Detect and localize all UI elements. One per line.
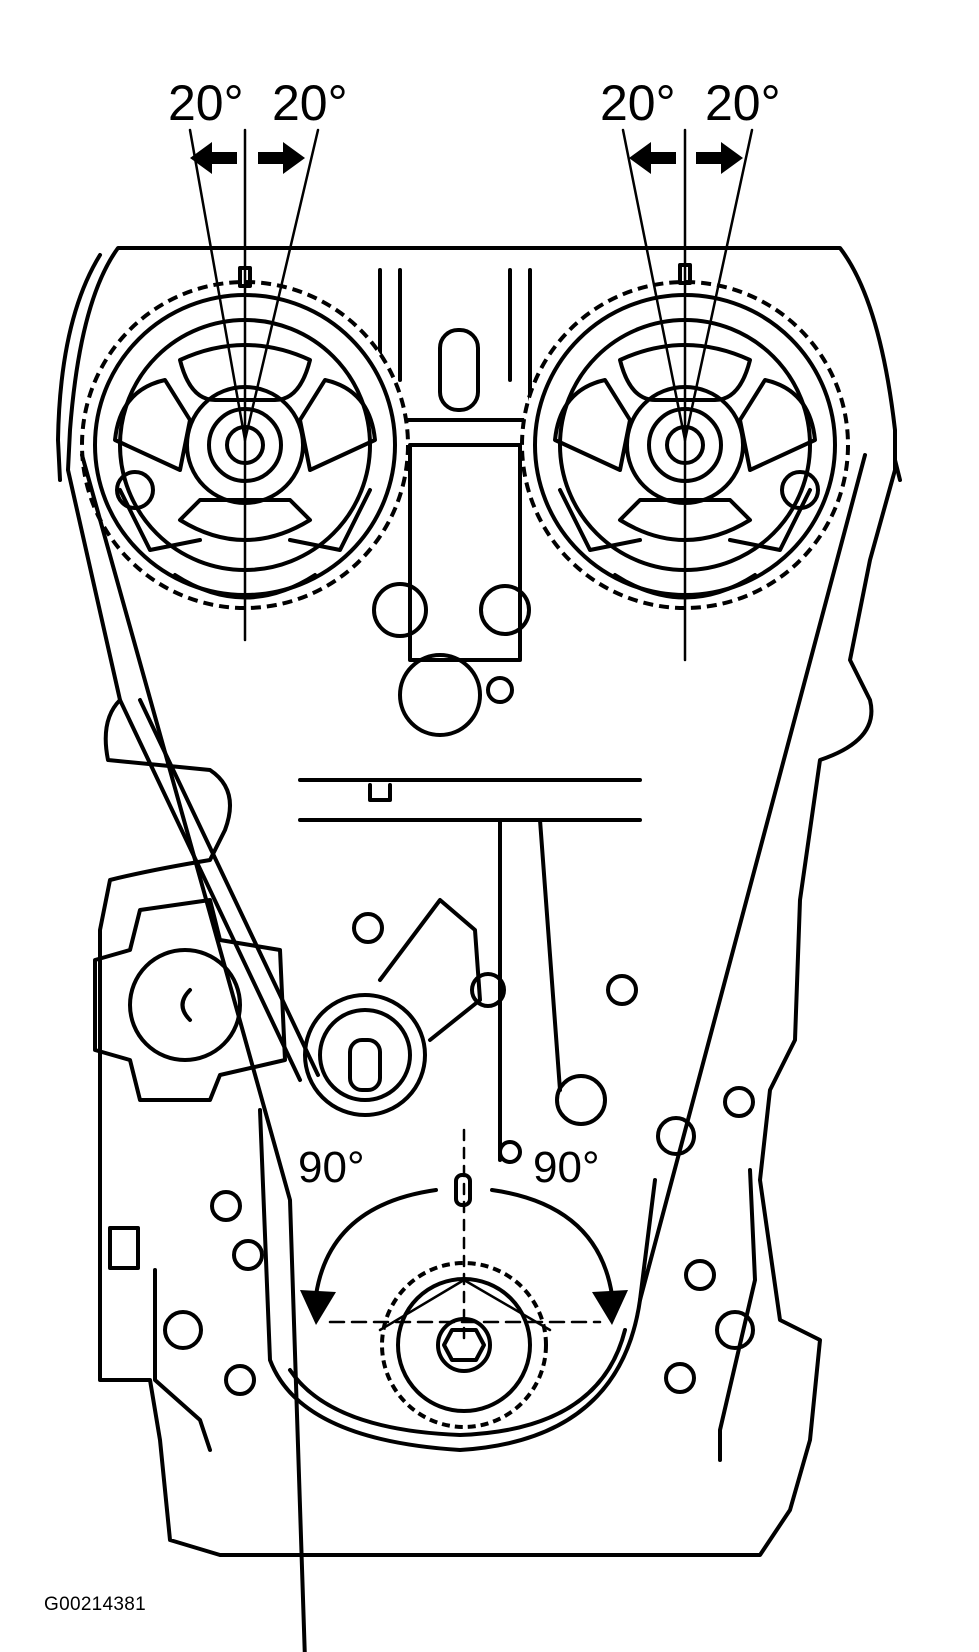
label-crank-right: 90° (533, 1143, 600, 1192)
cylinder-head-center (298, 268, 642, 822)
label-left-cam-minus: 20° (168, 75, 244, 131)
arrow-left-cam-plus-icon (258, 142, 305, 174)
label-crank-left: 90° (298, 1143, 365, 1192)
timing-belt (80, 453, 867, 1652)
arrow-right-cam-minus-icon (629, 142, 676, 174)
arrow-right-cam-plus-icon (696, 142, 743, 174)
arrow-left-cam-minus-icon (190, 142, 237, 174)
lower-components (93, 818, 757, 1462)
arrow-crank-right-icon (592, 1290, 628, 1325)
angle-labels: 20° 20° 20° 20° 90° 90° (168, 75, 781, 1192)
arrow-crank-left-icon (300, 1290, 336, 1325)
label-right-cam-minus: 20° (600, 75, 676, 131)
figure-id-caption: G00214381 (44, 1594, 147, 1615)
timing-cover-outline (56, 246, 902, 1557)
angle-arrows (190, 142, 743, 1325)
label-right-cam-plus: 20° (705, 75, 781, 131)
label-left-cam-plus: 20° (272, 75, 348, 131)
reference-lines (188, 128, 754, 1347)
